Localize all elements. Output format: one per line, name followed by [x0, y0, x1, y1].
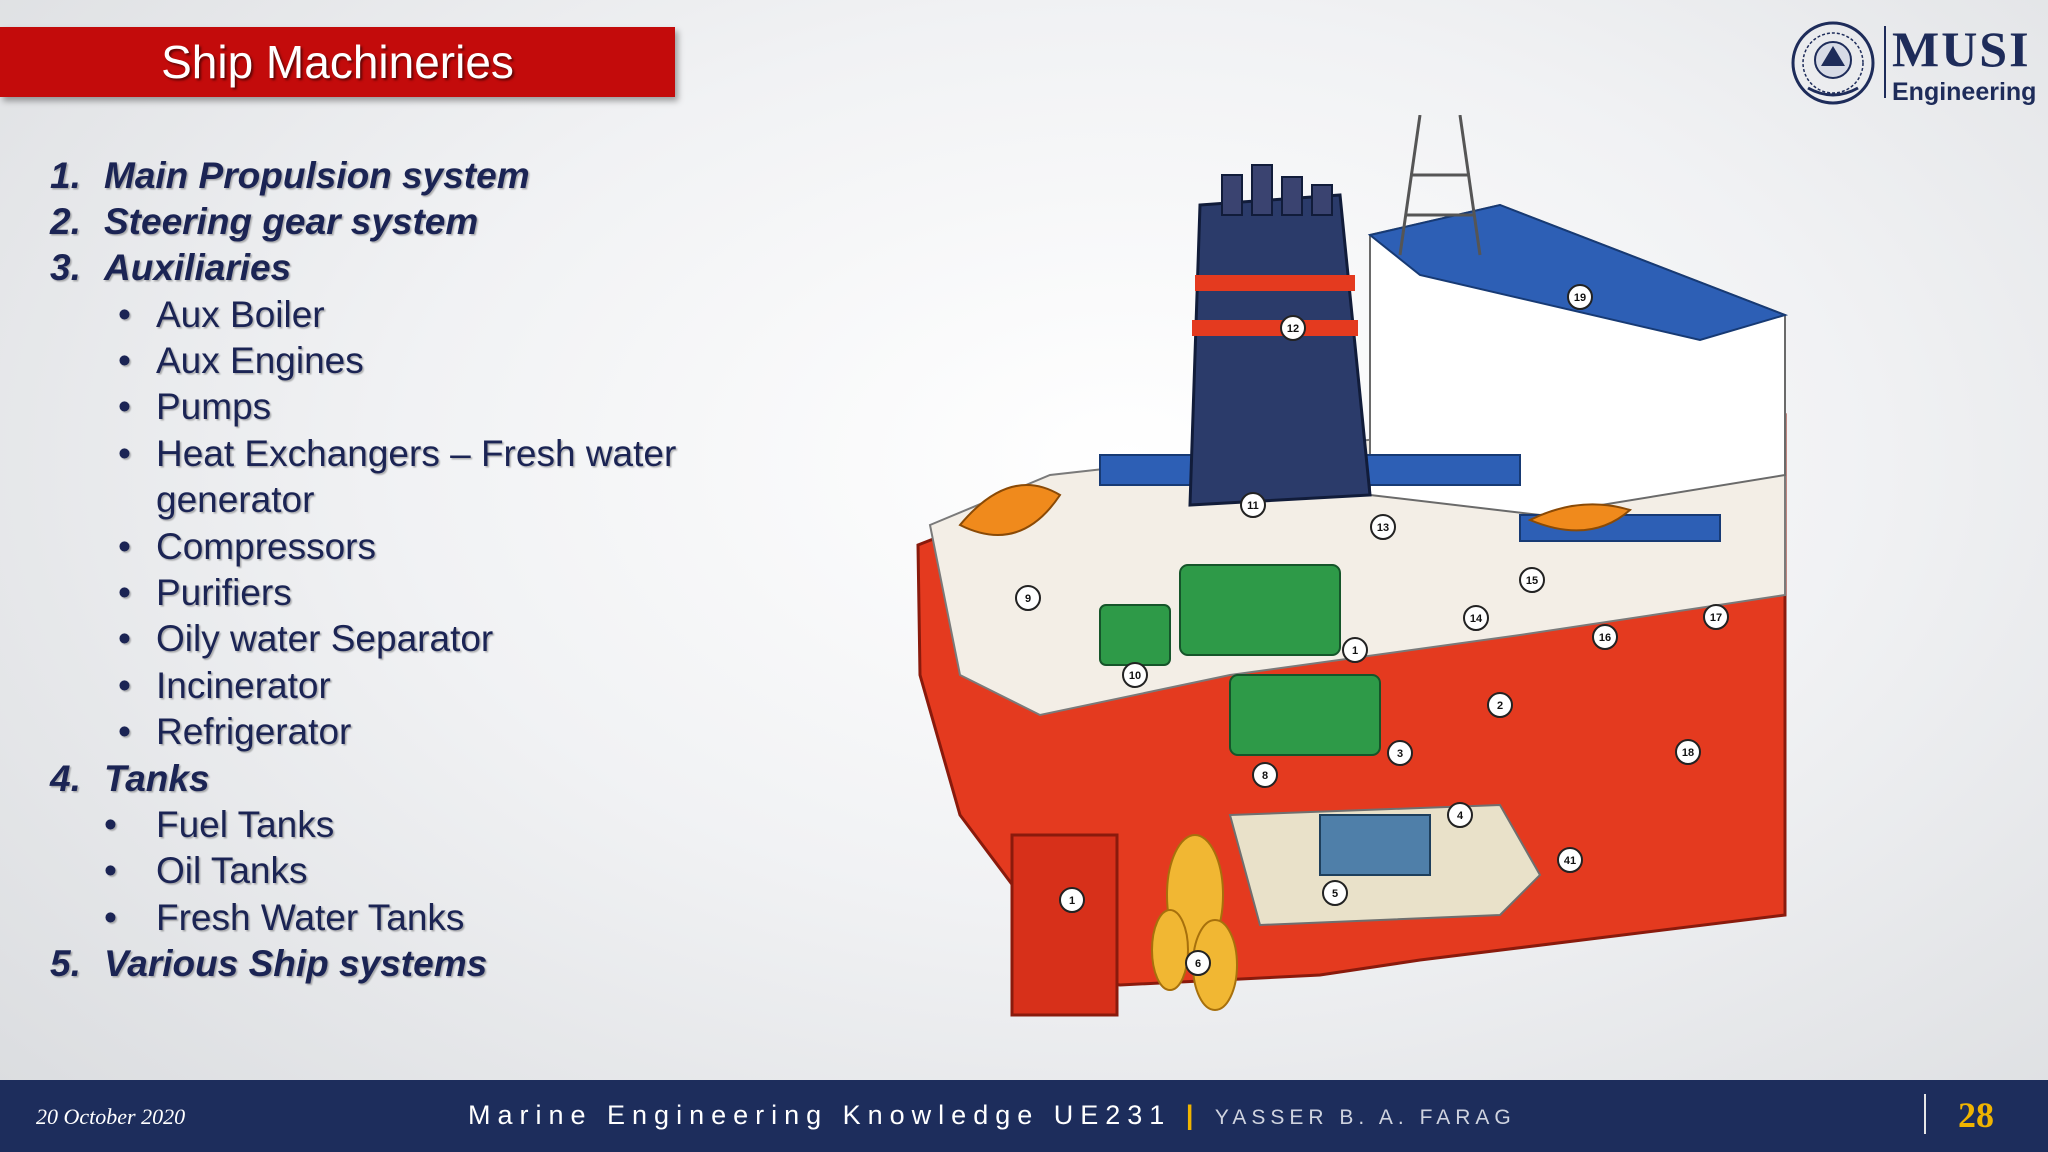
svg-text:4: 4: [1457, 810, 1464, 822]
item-number: 4.: [50, 758, 81, 799]
item-label: Steering gear system: [104, 201, 479, 242]
bullet: •: [118, 711, 131, 752]
logo-divider: [1884, 26, 1886, 98]
svg-text:8: 8: [1262, 770, 1268, 782]
item-label: Aux Engines: [156, 340, 364, 381]
svg-text:13: 13: [1377, 522, 1389, 534]
musi-logo: MUSI Engineering: [1780, 12, 2036, 112]
aux-machinery: [1319, 814, 1431, 876]
bullet: •: [118, 340, 131, 381]
university-seal-icon: [1791, 21, 1875, 105]
logo-name: MUSI: [1892, 21, 2031, 77]
item-label: generator: [156, 479, 315, 520]
mast: [1398, 115, 1482, 256]
bullet: •: [118, 433, 131, 474]
bullet: •: [118, 294, 131, 335]
item-label: Heat Exchangers – Fresh water: [156, 433, 677, 474]
item-label: Auxiliaries: [104, 247, 292, 288]
svg-text:1: 1: [1069, 895, 1075, 907]
propeller: [1151, 834, 1238, 1011]
bullet: •: [118, 526, 131, 567]
svg-text:16: 16: [1599, 632, 1611, 644]
svg-text:17: 17: [1710, 612, 1722, 624]
bullet: •: [104, 850, 117, 891]
item-label: Oily water Separator: [156, 618, 494, 659]
slide-footer: 20 October 2020 Marine Engineering Knowl…: [0, 1080, 2048, 1152]
svg-text:9: 9: [1025, 593, 1031, 605]
lifeboat: [958, 484, 1062, 536]
svg-text:2: 2: [1497, 700, 1503, 712]
item-label: Fresh Water Tanks: [156, 897, 465, 938]
funnel-stripe: [1195, 275, 1355, 291]
slide-title-bar: Ship Machineries: [0, 27, 675, 97]
slide-title: Ship Machineries: [161, 36, 514, 88]
item-label: Compressors: [156, 526, 376, 567]
item-label: Incinerator: [156, 665, 331, 706]
svg-text:14: 14: [1470, 613, 1483, 625]
funnel: [1188, 193, 1372, 507]
bullet: •: [118, 665, 131, 706]
svg-text:5: 5: [1332, 888, 1338, 900]
rudder: [1010, 833, 1119, 1017]
svg-text:6: 6: [1195, 958, 1201, 970]
course-title: Marine Engineering Knowledge UE231: [468, 1100, 1172, 1130]
item-label: Various Ship systems: [104, 943, 488, 984]
svg-text:41: 41: [1564, 855, 1576, 867]
svg-text:10: 10: [1129, 670, 1141, 682]
footer-separator: |: [1185, 1100, 1201, 1130]
page-number: 28: [1958, 1095, 1994, 1135]
item-number: 3.: [50, 247, 81, 288]
item-label: Purifiers: [156, 572, 292, 613]
bullet: •: [118, 572, 131, 613]
bullet: •: [118, 618, 131, 659]
logo-subtitle: Engineering: [1892, 78, 2037, 106]
footer-divider: [1924, 1094, 1926, 1134]
item-label: Oil Tanks: [156, 850, 308, 891]
bullet: •: [118, 386, 131, 427]
blue-deck-roof: [1367, 203, 1789, 342]
item-number: 2.: [50, 201, 81, 242]
funnel-stacks: [1221, 164, 1333, 216]
item-label: Tanks: [104, 758, 210, 799]
item-label: Fuel Tanks: [156, 804, 335, 845]
footer-date: 20 October 2020: [36, 1104, 186, 1129]
engine-machinery: [1099, 564, 1381, 756]
item-label: Pumps: [156, 386, 272, 427]
item-label: Main Propulsion system: [104, 155, 530, 196]
funnel-stripe: [1192, 320, 1358, 336]
svg-text:12: 12: [1287, 323, 1299, 335]
item-label: Aux Boiler: [156, 294, 325, 335]
item-number: 1.: [50, 155, 81, 196]
bullet: •: [104, 804, 117, 845]
svg-text:18: 18: [1682, 747, 1694, 759]
lifeboat: [1527, 503, 1633, 532]
item-label: Refrigerator: [156, 711, 352, 752]
footer-course: Marine Engineering Knowledge UE231 | YAS…: [468, 1100, 1516, 1131]
svg-text:1: 1: [1352, 645, 1358, 657]
svg-text:15: 15: [1526, 575, 1538, 587]
bullet: •: [104, 897, 117, 938]
svg-text:11: 11: [1247, 500, 1259, 512]
svg-text:19: 19: [1574, 292, 1586, 304]
footer-author: YASSER B. A. FARAG: [1214, 1106, 1516, 1129]
svg-text:3: 3: [1397, 748, 1403, 760]
item-number: 5.: [50, 943, 81, 984]
callout-markers: [1015, 284, 1729, 976]
